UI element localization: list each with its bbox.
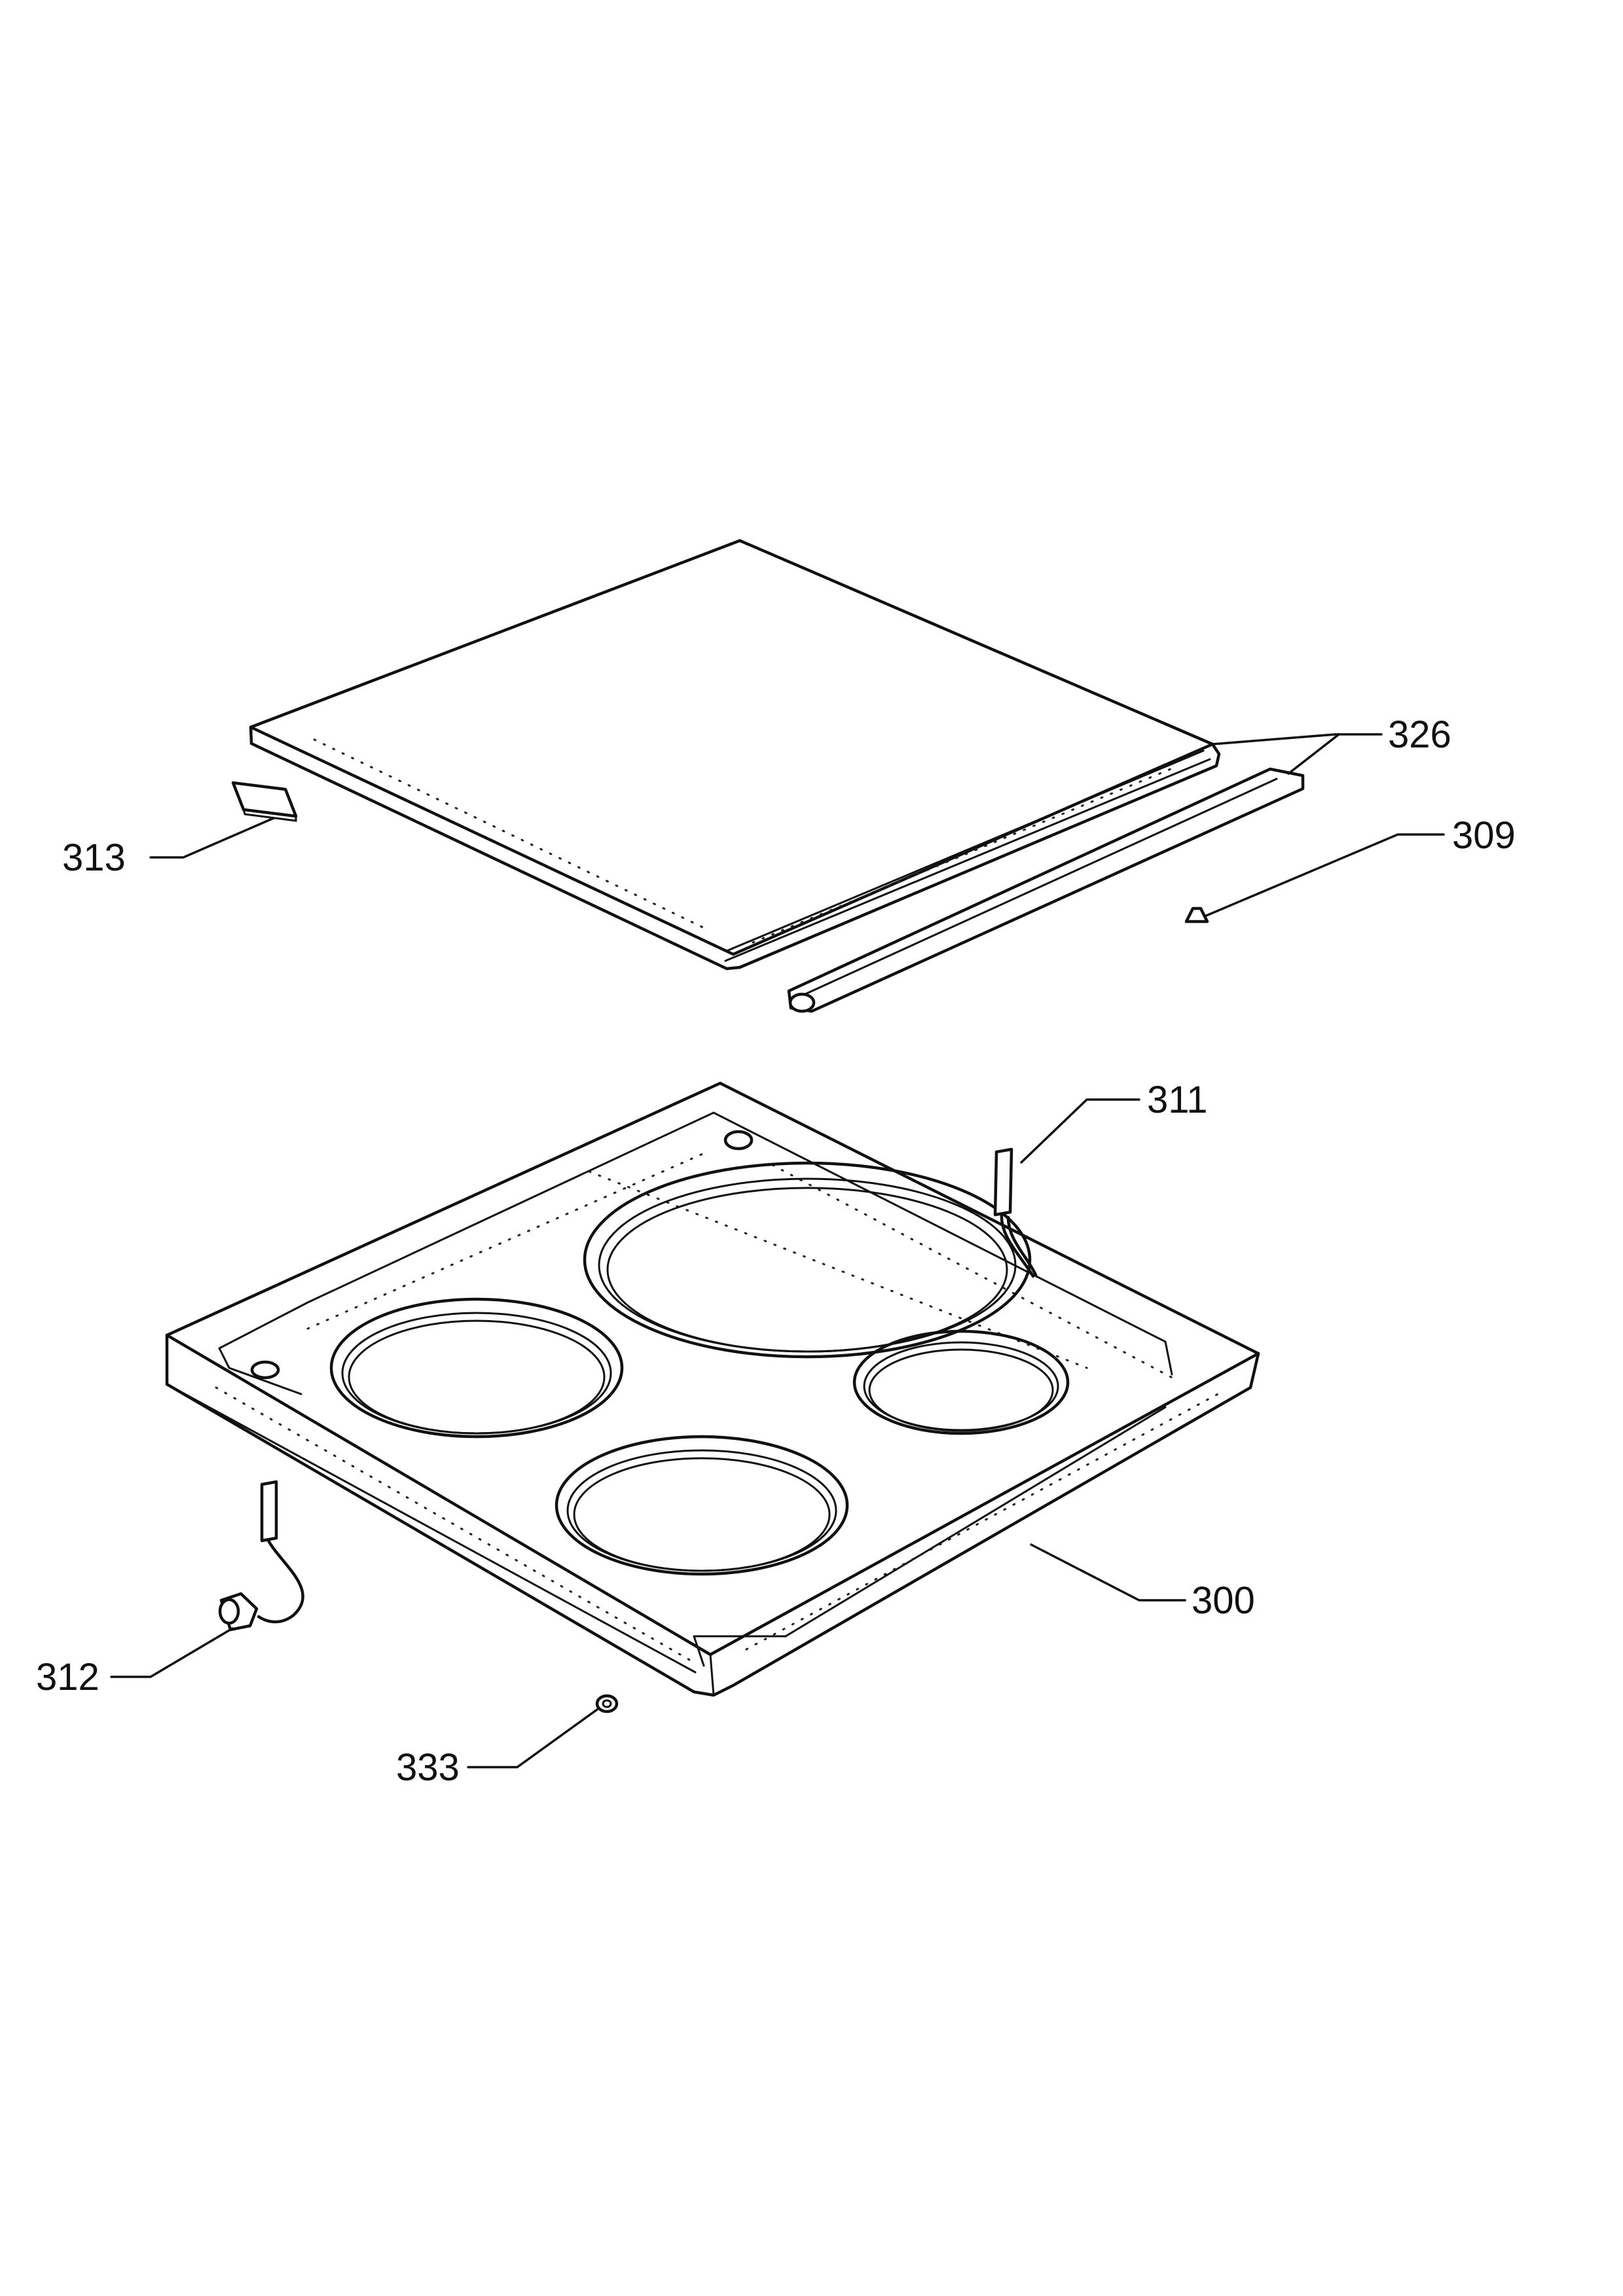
callout-309: 309: [1452, 814, 1516, 857]
hotplate-right-small: [852, 1329, 1070, 1435]
lid-assembly: [231, 539, 1305, 1013]
hob-frame-assembly: [165, 1081, 1260, 1697]
hinge-bar: [787, 767, 1305, 1013]
callout-333: 333: [396, 1746, 460, 1789]
callout-311: 311: [1147, 1079, 1207, 1121]
hotplate-left: [329, 1297, 624, 1439]
earth-lead-part: [993, 1147, 1038, 1278]
callout-326: 326: [1388, 713, 1451, 756]
callout-labels: 326 309 313 311 300 312 333: [36, 713, 1516, 1789]
hotplate-front: [555, 1435, 849, 1576]
clip-part: [1184, 906, 1209, 924]
hotplate-rear-large: [583, 1161, 1032, 1359]
connector-lead-part: [218, 1480, 304, 1632]
leader-lines: [110, 733, 1445, 1768]
callout-300: 300: [1192, 1579, 1255, 1622]
nut-part: [595, 1694, 619, 1713]
pad-part: [231, 781, 298, 822]
callout-313: 313: [62, 836, 126, 879]
callout-312: 312: [36, 1656, 100, 1698]
